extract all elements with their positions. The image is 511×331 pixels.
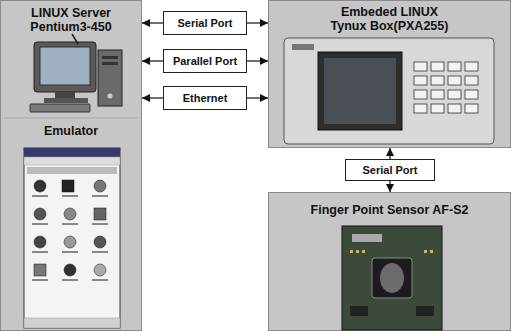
panel-divider xyxy=(4,118,138,119)
computer-illustration xyxy=(30,34,122,112)
connector-arrow xyxy=(142,22,163,23)
connector-arrow xyxy=(389,148,390,159)
connector-arrow xyxy=(247,97,268,98)
connector-arrow xyxy=(142,60,163,61)
tynux-box-illustration xyxy=(284,38,494,144)
sensor-illustration xyxy=(342,226,442,330)
connector-arrow xyxy=(247,60,268,61)
connector-arrow xyxy=(142,97,163,98)
port-label: Parallel Port xyxy=(173,55,237,68)
emulator-screenshot xyxy=(24,148,120,328)
port-box: Ethernet xyxy=(163,86,247,110)
port-label: Ethernet xyxy=(183,92,228,105)
port-box: Serial Port xyxy=(345,159,435,181)
server-panel-ground xyxy=(1,1,142,331)
panel-title: LINUX Server Pentium3-450 xyxy=(9,6,133,35)
server-panel: LINUX Server Pentium3-450Emulator xyxy=(0,0,142,331)
port-label: Serial Port xyxy=(362,164,417,177)
panel-title: Finger Point Sensor AF-S2 xyxy=(285,203,495,217)
connector-arrow xyxy=(389,181,390,192)
connector-arrow xyxy=(247,22,268,23)
sensor-panel: Finger Point Sensor AF-S2 xyxy=(268,192,511,331)
port-box: Serial Port xyxy=(163,11,247,35)
port-box: Parallel Port xyxy=(163,49,247,73)
panel-title: Emulator xyxy=(9,124,133,138)
sensor-panel-ground xyxy=(269,193,511,331)
panel-title: Embeded LINUX Tynux Box(PXA255) xyxy=(323,5,457,34)
port-label: Serial Port xyxy=(177,17,232,30)
device-panel: Embeded LINUX Tynux Box(PXA255) xyxy=(268,0,511,148)
tynux-panel-ground xyxy=(269,1,511,148)
